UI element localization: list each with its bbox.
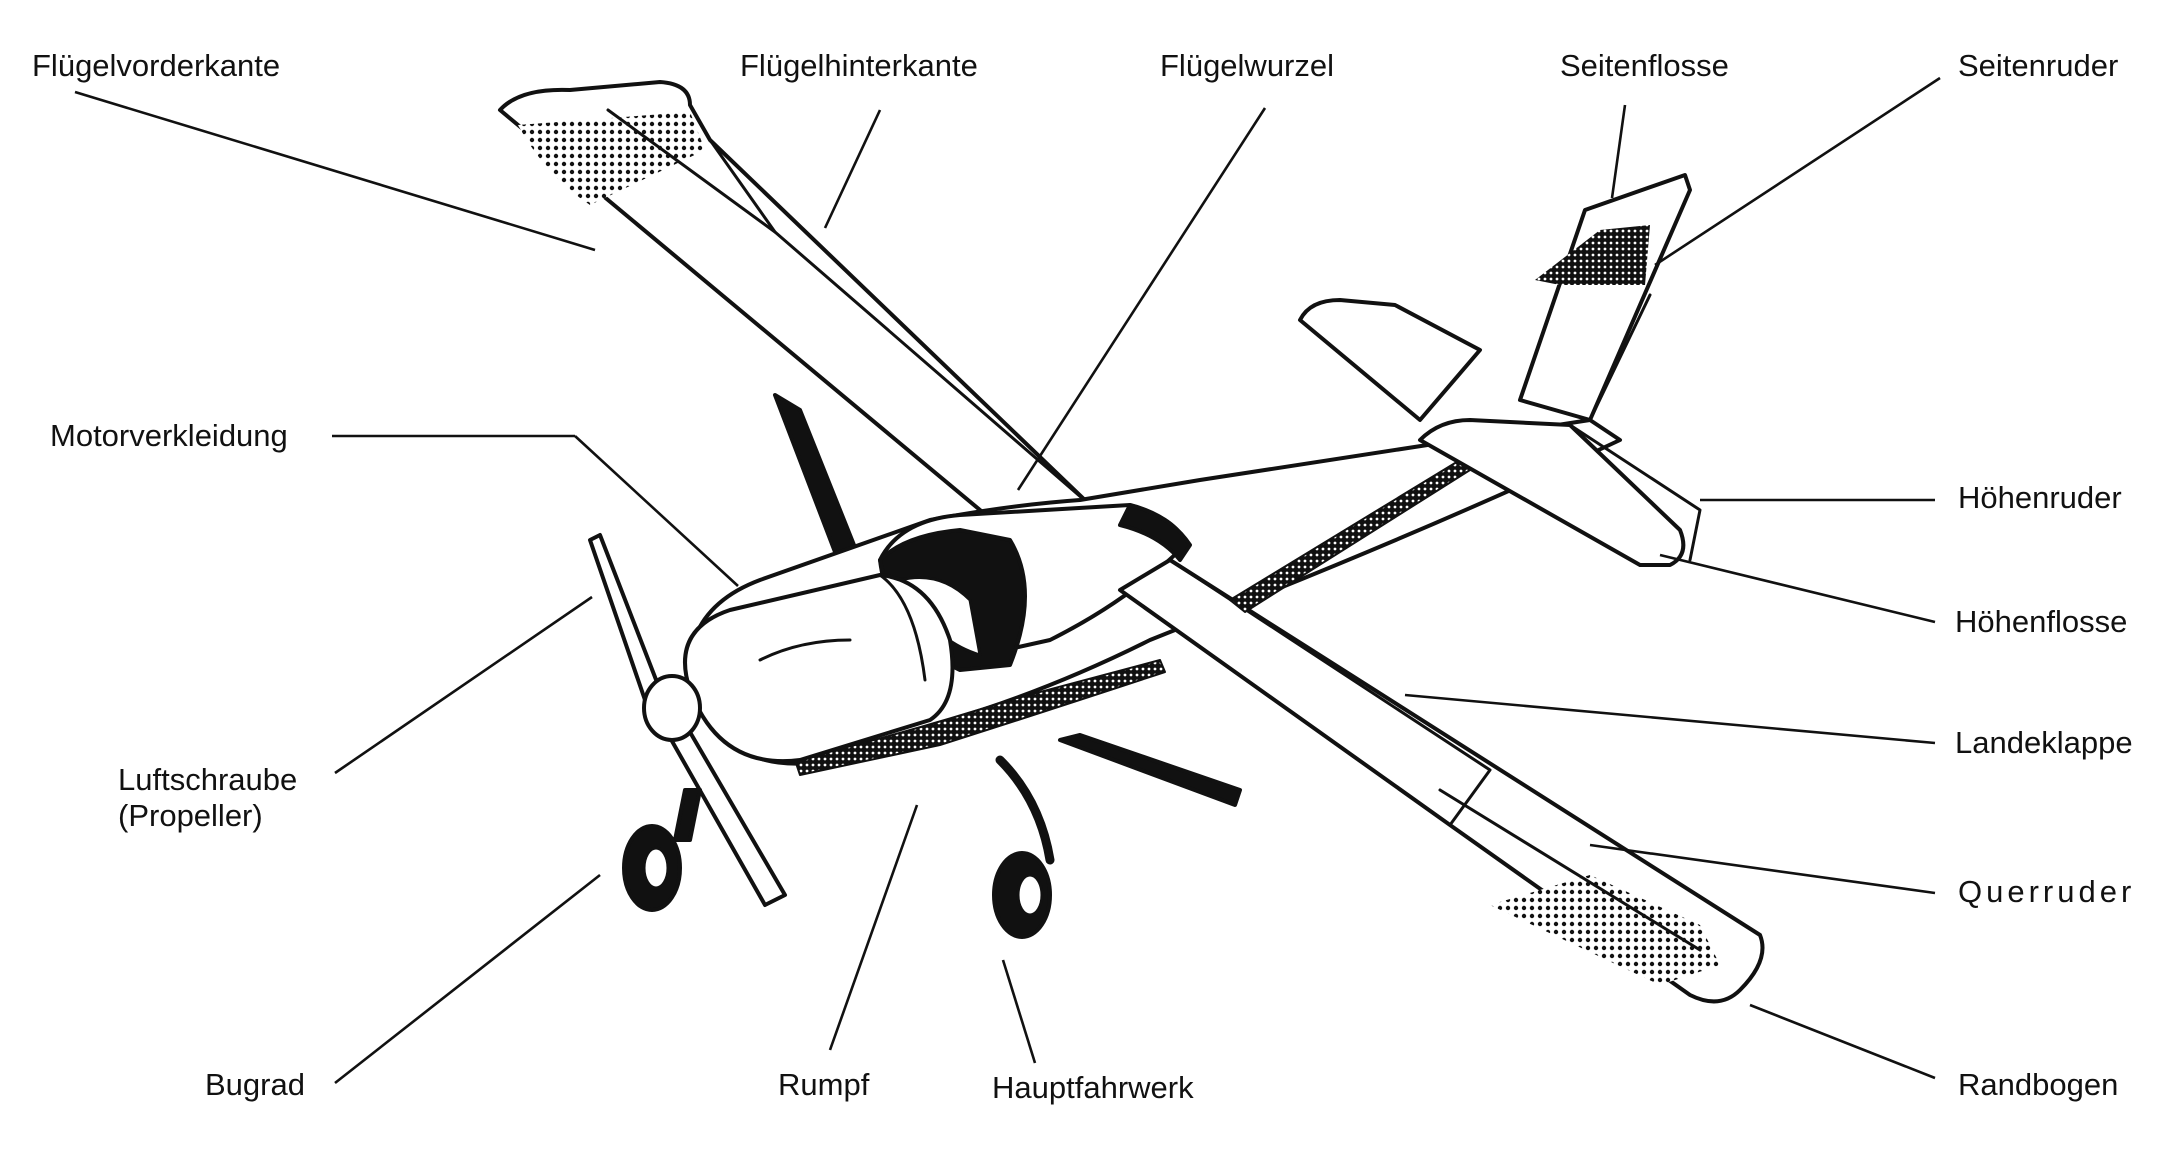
- airplane-drawing: [498, 80, 1765, 1004]
- vertical-fin: [1518, 173, 1692, 422]
- left-wing: [498, 80, 1092, 537]
- leader-lines: [74, 76, 1941, 1085]
- left-stabilizer: [1298, 298, 1482, 422]
- label-flap: Landeklappe: [1955, 725, 2133, 760]
- label-rudder: Seitenruder: [1958, 48, 2119, 83]
- label-leading-edge: Flügelvorderkante: [32, 48, 281, 83]
- propeller-upper: [588, 533, 662, 702]
- label-main-gear: Hauptfahrwerk: [992, 1070, 1194, 1105]
- label-aileron: Querruder: [1958, 874, 2136, 909]
- label-trailing-edge: Flügelhinterkante: [740, 48, 978, 83]
- rear-window: [1118, 503, 1192, 562]
- cowling-shape: [683, 573, 955, 764]
- left-wing-tip-dots: [518, 112, 705, 205]
- right-stabilizer: [1418, 418, 1686, 567]
- label-fin: Seitenflosse: [1560, 48, 1729, 83]
- label-wing-tip: Randbogen: [1958, 1067, 2119, 1102]
- label-propeller: Luftschraube (Propeller): [118, 762, 297, 833]
- right-wing-tip-dots: [1490, 875, 1720, 985]
- fin-dots: [1535, 225, 1650, 285]
- label-stabilizer: Höhenflosse: [1955, 604, 2128, 639]
- label-nose-wheel: Bugrad: [205, 1067, 305, 1102]
- label-fuselage: Rumpf: [778, 1067, 870, 1102]
- label-wing-root: Flügelwurzel: [1160, 48, 1335, 83]
- fuselage-stripe: [794, 659, 1166, 776]
- label-propeller-line2: (Propeller): [118, 797, 263, 833]
- label-propeller-line1: Luftschraube: [118, 762, 298, 797]
- label-cowling: Motorverkleidung: [50, 418, 288, 453]
- spinner: [642, 674, 702, 742]
- label-elevator: Höhenruder: [1958, 480, 2122, 515]
